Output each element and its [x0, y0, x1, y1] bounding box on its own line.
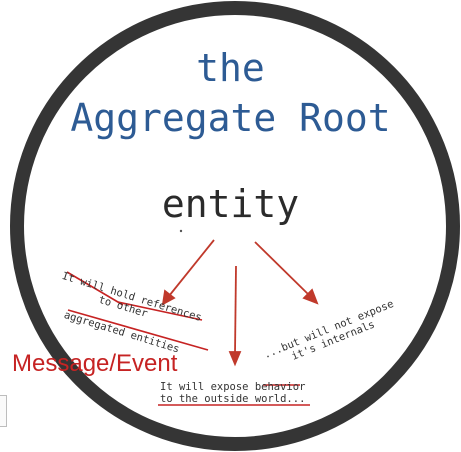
message-event-label: Message/Event	[12, 350, 178, 377]
strike-left-3	[67, 309, 209, 351]
aggregate-boundary-circle	[10, 1, 460, 451]
arrowhead-behavior	[228, 351, 242, 367]
entity-label: entity	[161, 182, 300, 226]
arrow-to-behavior	[234, 265, 237, 355]
arrowhead-references	[161, 289, 176, 306]
window-frame-edge	[0, 395, 7, 427]
entity-dot	[179, 229, 183, 233]
strike-left-1	[66, 271, 124, 306]
note-behavior-line-1: It will expose behavior	[160, 381, 306, 393]
arrowhead-internals	[302, 288, 319, 305]
strike-marks	[66, 271, 310, 406]
arrow-to-internals	[254, 241, 311, 297]
arrow-to-references	[168, 239, 215, 297]
title-line-1: the	[196, 46, 265, 90]
relationship-arrows	[161, 239, 319, 367]
strike-left-2	[117, 301, 203, 321]
note-behavior-line-2: to the outside world...	[160, 393, 306, 405]
note-behavior: It will expose behavior to the outside w…	[160, 381, 305, 405]
title-line-2: Aggregate Root	[70, 96, 391, 140]
